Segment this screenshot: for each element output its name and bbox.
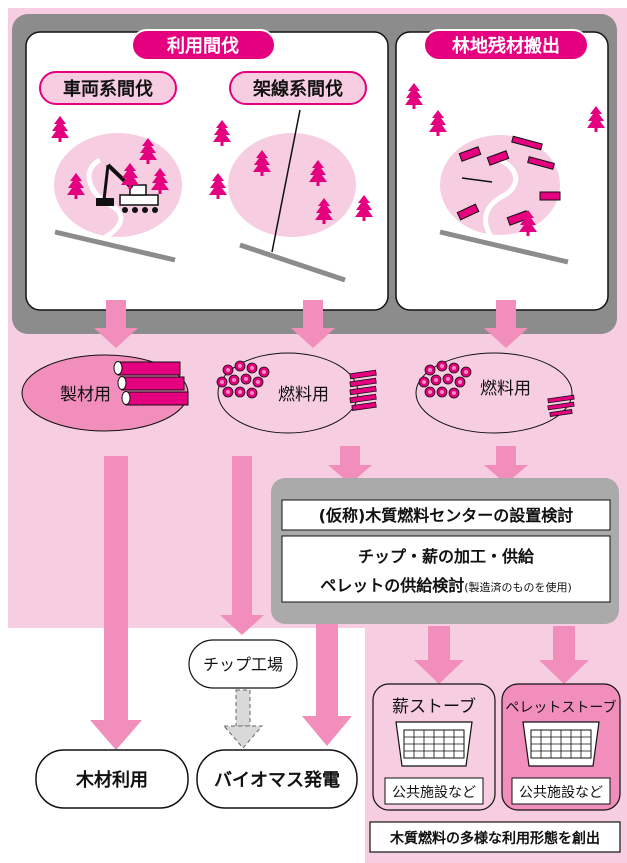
residue-title-pill [423,29,589,61]
chip-factory-box [188,639,298,689]
biomass-label: バイオマス発電 [214,769,340,791]
wood-stove-title: 薪ストーブ [392,696,476,717]
lumber-product: 製材用 [21,354,189,432]
arrows-to-stoves [414,626,589,684]
wood-chip-icon [547,394,575,417]
center-line1: チップ・薪の加工・供給 [358,547,535,566]
center-line2-main: ペレットの供給検討 [320,576,464,595]
stove-icon [522,721,600,767]
center-title-box [281,499,611,531]
vehicle-thinning-scene [51,116,182,263]
cable-thinning-scene [209,109,373,283]
thinning-title-pill [131,29,276,61]
residue-scene [405,83,605,265]
arrows-top [94,300,528,348]
create-label: 木質燃料の多様な利用形態を創出 [389,830,600,847]
vehicle-thinning-pill [39,71,177,105]
residue-title: 林地残材搬出 [452,35,560,57]
pellet-stove-label: 公共施設など [519,785,603,801]
fuel-product-2: 燃料用 [415,352,575,434]
thinning-title: 利用間伐 [167,35,239,57]
pellet-stove-card: ペレットストーブ 公共施設など [501,683,621,811]
center-line2-note: (製造済のものを使用) [464,580,572,594]
wood-stove-label: 公共施設など [392,785,476,801]
timber-use-label: 木材利用 [75,769,148,791]
fuel-label-1: 燃料用 [278,385,329,405]
create-box [369,821,621,853]
lumber-label: 製材用 [60,385,111,405]
dashed-arrow [222,689,264,749]
vehicle-thinning-label: 車両系間伐 [63,78,153,100]
fuel-label-2: 燃料用 [480,379,531,399]
stove-icon [395,721,473,767]
pellet-stove-title: ペレットストーブ [505,699,616,716]
wood-stove-card: 薪ストーブ 公共施設など [372,683,496,811]
biomass-box [196,749,358,809]
arrows-down [90,446,528,750]
fuel-product-1: 燃料用 [216,352,377,434]
center-title: (仮称)木質燃料センターの設置検討 [319,506,574,525]
crane-machine-icon [96,163,159,213]
cable-thinning-pill [229,71,367,105]
timber-use-box [35,749,189,809]
center-body-box [281,535,611,603]
firewood-bundle-icon [349,369,377,411]
log-stack-icon [113,361,189,406]
chip-factory-label: チップ工場 [203,655,283,674]
center-line2: ペレットの供給検討(製造済のものを使用) [320,576,572,595]
cable-thinning-label: 架線系間伐 [253,78,343,100]
